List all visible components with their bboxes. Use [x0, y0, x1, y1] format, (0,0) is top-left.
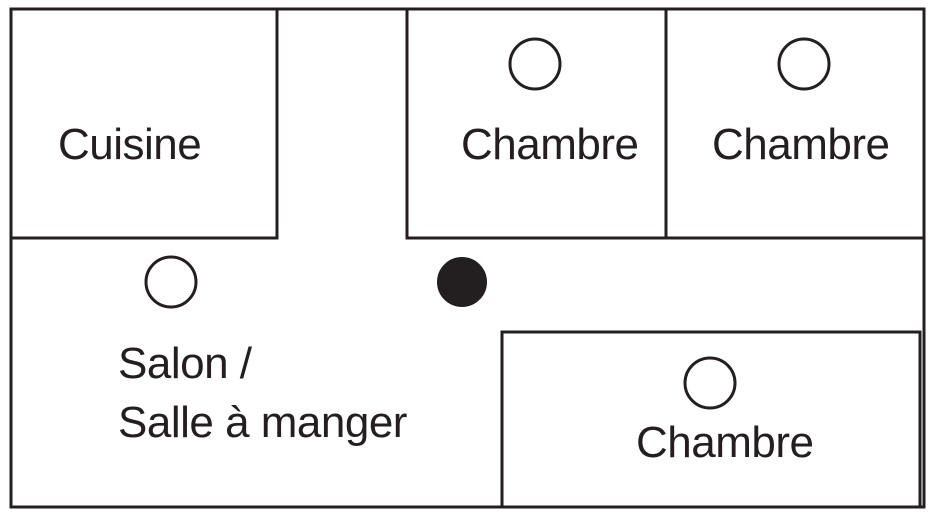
bedroom-1-label: Chambre: [461, 120, 638, 169]
bedroom-3-label: Chambre: [636, 418, 813, 467]
marker-filled-hallway: [437, 257, 487, 307]
marker-empty-living: [144, 255, 198, 309]
living-label-line2: Salle à manger: [118, 398, 407, 447]
living-label-line1: Salon /: [118, 339, 253, 388]
bedroom-bottom-wall: [500, 330, 922, 509]
marker-empty-bedroom-1: [508, 37, 562, 91]
marker-empty-bedroom-3: [683, 356, 737, 410]
bedroom-top-walls: [405, 7, 926, 240]
bedroom-2-label: Chambre: [712, 120, 889, 169]
outer-wall: [9, 7, 926, 509]
kitchen-label: Cuisine: [58, 120, 201, 169]
marker-empty-bedroom-2: [777, 37, 831, 91]
kitchen-wall: [9, 7, 279, 240]
